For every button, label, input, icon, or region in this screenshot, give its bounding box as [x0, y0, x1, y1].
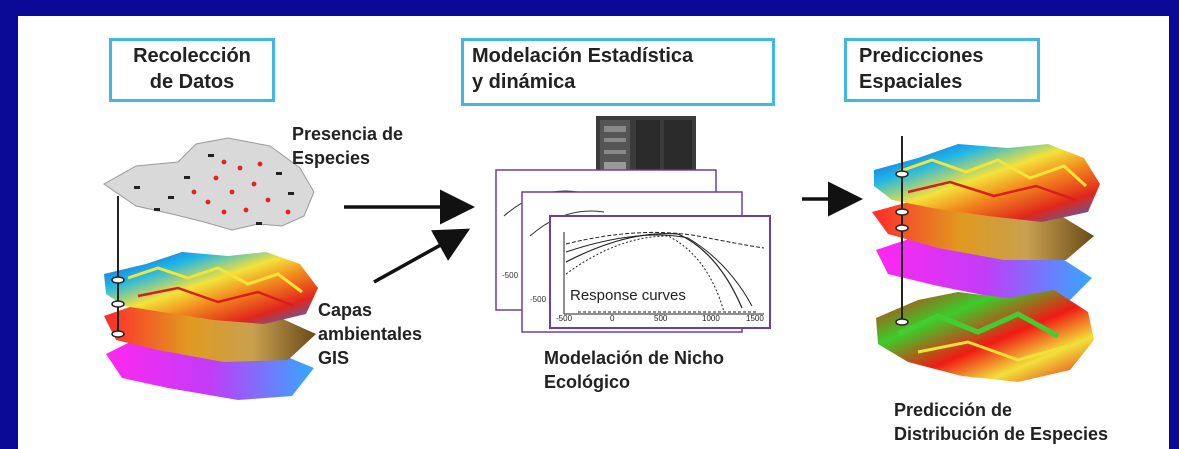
distribution-prediction-label: Predicción de Distribución de Especies — [894, 400, 1109, 444]
x-tick: -500 — [556, 314, 573, 323]
response-panel-front — [549, 215, 771, 329]
stage-box-spatial-predictions: Predicciones Espaciales — [844, 38, 1040, 102]
prediction-stack-top — [872, 144, 1100, 302]
species-presence-label: Presencia de Especies — [292, 124, 404, 168]
response-curves-caption: Response curves — [570, 287, 686, 304]
environmental-layers-stack — [104, 196, 318, 400]
stage-box-data-collection: Recolección de Datos — [109, 38, 275, 102]
stage-box-statistical-modeling: Modelación Estadística y dinámica — [461, 38, 775, 106]
species-presence-map — [103, 137, 315, 231]
x-tick: 1500 — [746, 314, 764, 323]
x-tick: 0 — [610, 314, 615, 323]
prediction-distribution-map — [876, 290, 1094, 382]
diagram-canvas: Recolección de Datos Modelación Estadíst… — [18, 16, 1169, 449]
x-tick: 500 — [654, 314, 668, 323]
environmental-layers-label: Capas ambientales GIS — [318, 300, 423, 368]
back-tick-1: -500 — [502, 271, 519, 280]
x-tick: 1000 — [702, 314, 720, 323]
arrow-layers-to-model — [373, 228, 471, 284]
x-tick-row: -500 0 500 1000 1500 — [550, 314, 770, 326]
niche-modeling-label: Modelación de Nicho Ecológico — [544, 348, 725, 392]
back-tick-2: -500 — [530, 295, 547, 304]
diagram-graphics: -500 -500 — [103, 116, 1100, 400]
